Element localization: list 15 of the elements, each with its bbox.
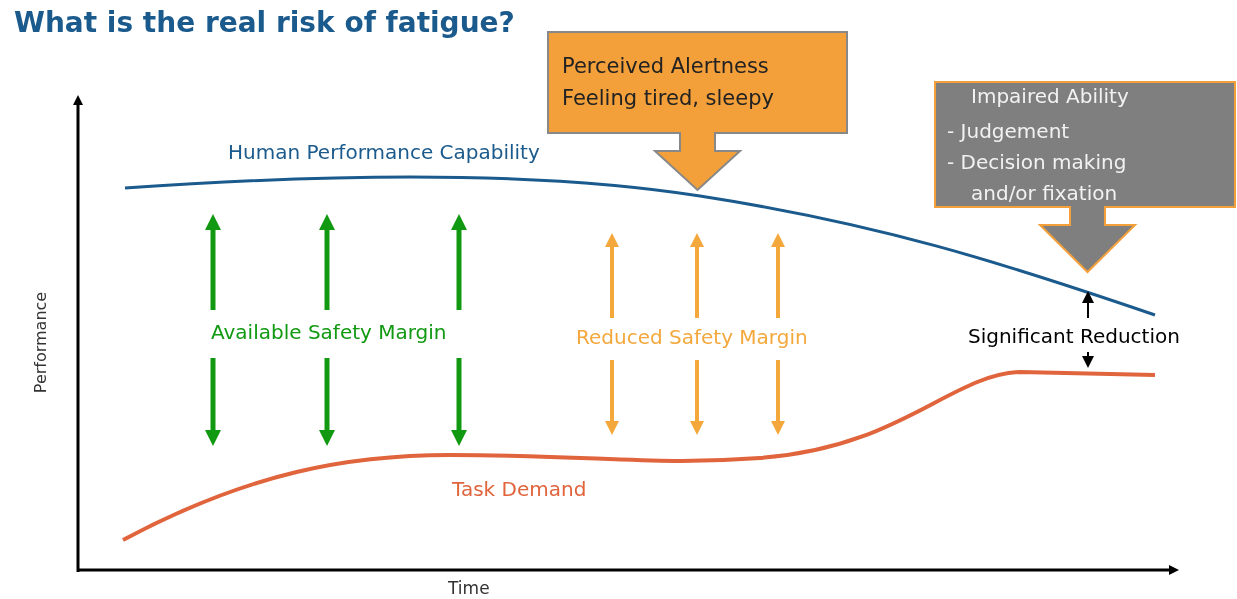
callout-text: Perceived Alertness <box>562 54 769 78</box>
callout-text: - Decision making and/or fixation <box>947 149 1128 207</box>
callout-box <box>548 32 847 190</box>
title: What is the real risk of fatigue? <box>14 6 515 39</box>
curve-label: Human Performance Capability <box>228 140 540 164</box>
callout-box <box>935 82 1235 272</box>
curve-label: Task Demand <box>452 477 587 501</box>
reduction-label: Significant Reduction <box>968 324 1180 348</box>
margin-label: Available Safety Margin <box>211 320 447 344</box>
callout-text: Feeling tired, sleepy <box>562 86 774 110</box>
callout-text: - Judgement <box>947 118 1071 145</box>
margin-label: Reduced Safety Margin <box>576 325 808 349</box>
axis-label: Time <box>448 578 490 598</box>
axis-label: Performance <box>31 291 51 394</box>
callout-text: Impaired Ability <box>971 84 1129 108</box>
